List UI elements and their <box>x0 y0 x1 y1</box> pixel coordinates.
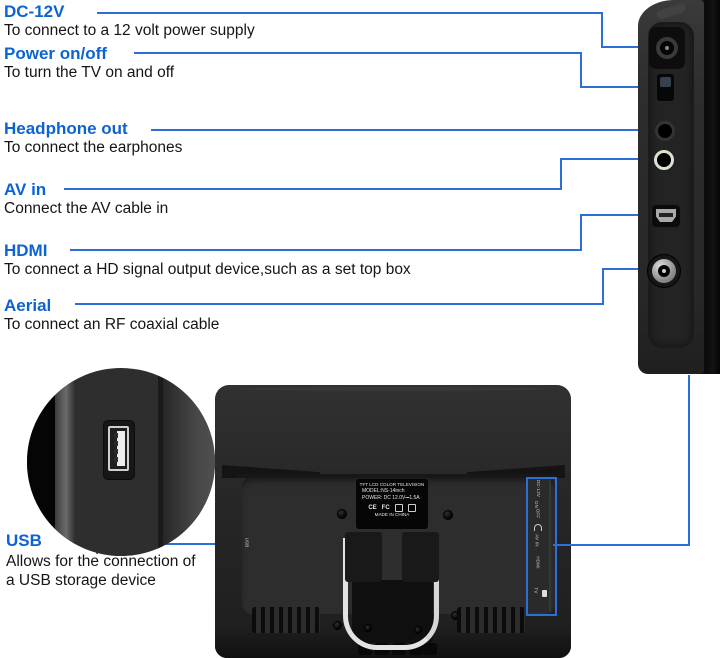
usb-tongue <box>117 431 125 466</box>
weee-bin-icon <box>407 504 416 512</box>
leader-line-avin-h1 <box>64 188 562 190</box>
leader-line-power-h1 <box>134 52 582 54</box>
strip-link-line-h <box>553 544 690 546</box>
headphone-icon <box>534 524 542 531</box>
callout-desc-avin: Connect the AV cable in <box>4 200 169 217</box>
inset-right-shell <box>163 368 215 556</box>
tv-side-panel-view <box>638 0 720 376</box>
sticker-line-3: POWER: DC 12.0V⎓1.5A <box>362 495 420 501</box>
leader-line-hdmi-h2 <box>580 214 653 216</box>
leader-line-power-v <box>580 52 582 88</box>
stand-hinge-right <box>402 532 439 582</box>
callout-desc-power: To turn the TV on and off <box>4 64 175 81</box>
strip-link-line-v <box>688 375 690 546</box>
control-button <box>423 643 437 655</box>
stand-wire <box>343 538 439 650</box>
power-switch-knob <box>660 77 671 87</box>
sticker-line-4: MADE IN CHINA <box>374 512 410 517</box>
sticker-line-2: MODEL:NS-14inch <box>362 488 405 494</box>
callout-label-power: Power on/off <box>4 44 107 63</box>
leader-line-avin-v <box>560 158 562 190</box>
hdmi-port-metal <box>656 209 676 222</box>
sticker-line-1: TFT LCD COLOR TELEVISION <box>359 482 425 487</box>
callout-label-dc12v: DC-12V <box>4 2 65 21</box>
usb-zoom-inset <box>27 368 215 556</box>
leader-line-dc12v-v <box>601 12 603 48</box>
back-usb-marking: USB <box>244 537 250 548</box>
speaker-vent-right <box>457 607 525 633</box>
usb-contact <box>114 457 118 462</box>
callout-desc-headphone: To connect the earphones <box>4 139 183 156</box>
usb-contact <box>114 433 118 438</box>
ce-mark: CE <box>368 504 377 511</box>
hdmi-port-slot <box>659 213 673 217</box>
speaker-vent-left <box>252 607 320 633</box>
callout-label-headphone: Headphone out <box>4 119 128 138</box>
leader-line-aerial-h2 <box>602 268 648 270</box>
port-strip-highlight-box <box>526 477 557 616</box>
leader-line-headphone-h <box>151 129 654 131</box>
leader-line-power-h2 <box>580 86 656 88</box>
rf-pin <box>662 269 666 273</box>
fcc-mark: FC <box>381 504 390 511</box>
power-switch <box>657 74 674 101</box>
inset-seam <box>158 368 163 556</box>
leader-line-dc12v-h2 <box>601 46 649 48</box>
dc-jack-pin <box>665 46 669 50</box>
leader-line-dc12v-h1 <box>97 12 603 14</box>
screw-hole <box>333 621 342 630</box>
inset-edge-highlight <box>55 368 75 556</box>
callout-desc-usb: Allows for the connection of a USB stora… <box>6 553 196 589</box>
rf-aerial-connector <box>647 254 681 288</box>
usb-contact <box>114 449 118 454</box>
callout-desc-aerial: To connect an RF coaxial cable <box>4 316 220 333</box>
stand-hinge-left <box>345 532 382 582</box>
leader-line-hdmi-v <box>580 214 582 251</box>
leader-line-aerial-v <box>602 268 604 305</box>
side-port-recess <box>648 22 694 348</box>
screw-hole <box>443 510 453 520</box>
leader-line-avin-h2 <box>560 158 655 160</box>
screw-hole <box>337 509 347 519</box>
av-jack <box>654 150 674 170</box>
callout-label-aerial: Aerial <box>4 296 52 315</box>
callout-desc-hdmi: To connect a HD signal output device,suc… <box>4 261 411 278</box>
recess-shadow-top <box>237 474 555 478</box>
callout-label-hdmi: HDMI <box>4 241 48 260</box>
usb-port <box>108 426 129 471</box>
leader-line-hdmi-h1 <box>70 249 582 251</box>
headphone-jack <box>655 121 675 141</box>
hdmi-port <box>651 204 681 228</box>
marking-icon <box>542 590 547 597</box>
callout-label-avin: AV in <box>4 180 47 199</box>
back-port-strip: DC-12V ON OFF AV IN HDMI TV <box>527 478 551 612</box>
rating-sticker: TFT LCD COLOR TELEVISION MODEL:NS-14inch… <box>356 479 428 529</box>
inset-edge-dark <box>27 368 55 556</box>
usb-contact <box>114 441 118 446</box>
rohs-icon <box>394 504 403 512</box>
sticker-cert-marks: CE FC <box>358 504 426 512</box>
callout-desc-dc12v: To connect to a 12 volt power supply <box>4 22 255 39</box>
leader-line-aerial-h1 <box>75 303 604 305</box>
dc-jack <box>656 37 678 59</box>
tv-back-view: USB TFT LCD COLOR TELEVISION MODEL:NS-14… <box>215 385 571 658</box>
back-top-highlight <box>237 387 549 391</box>
